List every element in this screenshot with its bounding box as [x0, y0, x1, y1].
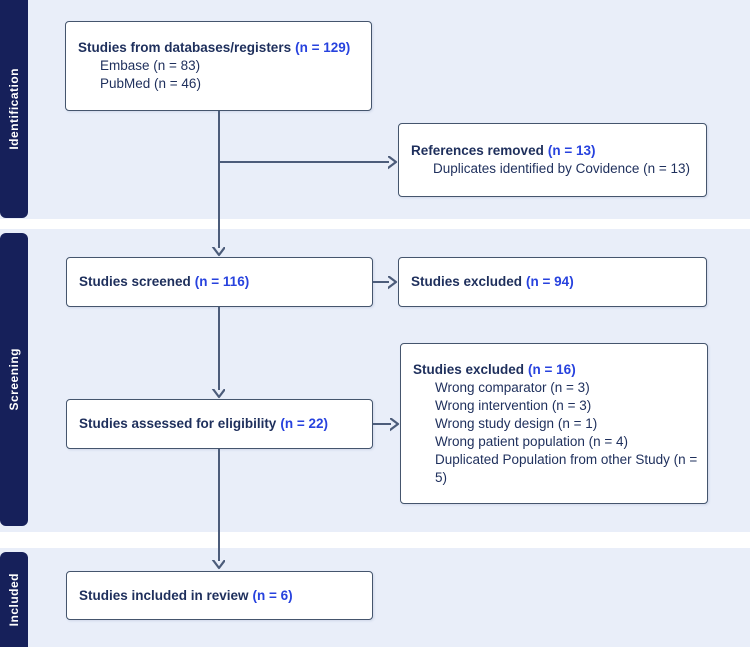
box-count: (n = 116) [194, 274, 250, 289]
stage-label-text: Included [7, 572, 21, 627]
box-sub-item: Duplicated Population from other Study (… [435, 451, 698, 485]
box-studies-excluded-screening: Studies excluded(n = 94) [398, 257, 707, 307]
box-studies-included-review: Studies included in review(n = 6) [66, 571, 373, 620]
box-count: (n = 22) [280, 416, 328, 431]
box-title: Studies from databases/registers [78, 40, 292, 55]
box-title-line: Studies excluded(n = 94) [411, 273, 698, 291]
box-title-line: Studies screened(n = 116) [79, 273, 364, 291]
stage-label-text: Identification [7, 68, 21, 150]
box-count: (n = 13) [547, 143, 596, 158]
box-sub-item: PubMed (n = 46) [100, 76, 201, 91]
box-title: Studies included in review [79, 587, 249, 603]
box-count: (n = 16) [528, 361, 576, 377]
stage-label-included: Included [0, 552, 28, 647]
box-count: (n = 129) [295, 40, 351, 55]
box-title-line: Studies from databases/registers(n = 129… [78, 39, 363, 57]
box-title: Studies screened [79, 274, 191, 289]
box-sub-item: Wrong study design (n = 1) [435, 415, 598, 431]
box-sub-item: Duplicates identified by Covidence (n = … [433, 161, 691, 176]
box-studies-excluded-eligibility: Studies excluded(n = 16) Wrong comparato… [400, 343, 708, 504]
box-sub-item: Embase (n = 83) [100, 58, 201, 73]
box-sub-item: Wrong patient population (n = 4) [435, 433, 629, 449]
box-title-line: Studies excluded(n = 16) [413, 361, 699, 379]
stage-label-identification: Identification [0, 0, 28, 218]
stage-label-screening: Screening [0, 233, 28, 526]
box-sub-item: Wrong comparator (n = 3) [435, 379, 590, 395]
box-title: Studies excluded [411, 274, 523, 289]
box-count: (n = 6) [252, 587, 293, 603]
box-studies-screened: Studies screened(n = 116) [66, 257, 373, 307]
box-count: (n = 94) [526, 274, 574, 289]
box-title-line: Studies included in review(n = 6) [79, 587, 364, 605]
box-title-line: References removed(n = 13) [411, 142, 698, 160]
box-title-line: Studies assessed for eligibility(n = 22) [79, 415, 364, 433]
box-references-removed: References removed(n = 13) Duplicates id… [398, 123, 707, 197]
box-title: Studies assessed for eligibility [79, 416, 277, 431]
box-title: Studies excluded [413, 361, 525, 377]
box-studies-assessed-eligibility: Studies assessed for eligibility(n = 22) [66, 399, 373, 449]
stage-label-text: Screening [7, 348, 21, 411]
box-title: References removed [411, 143, 544, 158]
box-sub-item: Wrong intervention (n = 3) [435, 397, 592, 413]
box-studies-from-databases: Studies from databases/registers(n = 129… [65, 21, 372, 111]
